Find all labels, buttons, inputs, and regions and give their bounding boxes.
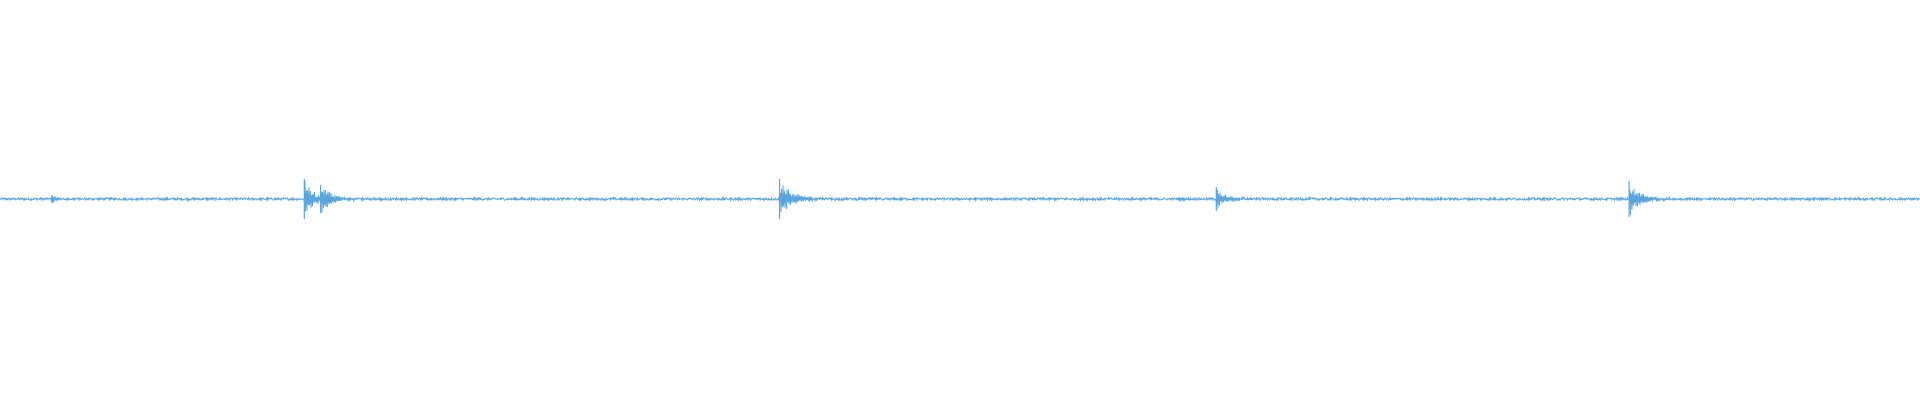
waveform-events <box>51 179 1630 219</box>
waveform-trace <box>0 181 1920 215</box>
